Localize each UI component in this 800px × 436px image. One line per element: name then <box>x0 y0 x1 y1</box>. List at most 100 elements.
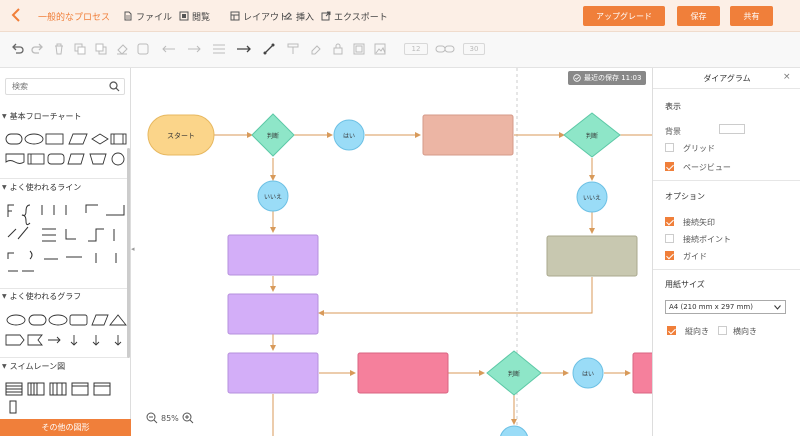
start-node[interactable] <box>147 114 215 156</box>
search-icon[interactable] <box>109 81 120 92</box>
line-right-button[interactable] <box>187 42 201 56</box>
diagram-canvas[interactable]: スタート 判断 はい 判断 いいえ いいえ 判断 はい <box>136 68 652 436</box>
process-box[interactable] <box>227 352 319 394</box>
layout-icon <box>230 11 240 21</box>
zoom-out-icon[interactable] <box>146 412 158 424</box>
portrait-checkbox[interactable] <box>667 326 676 335</box>
decision-node[interactable] <box>251 113 295 157</box>
save-button[interactable]: 保存 <box>677 6 720 26</box>
send-back-button[interactable] <box>94 42 108 56</box>
undo-button[interactable] <box>10 42 24 56</box>
image-button[interactable] <box>373 42 387 56</box>
page-view-label: ページビュー <box>683 163 731 172</box>
bring-front-icon <box>74 43 86 55</box>
more-shapes-button[interactable]: その他の図形 <box>0 419 131 436</box>
portrait-label: 縦向き <box>685 327 709 336</box>
process-box[interactable] <box>357 352 449 394</box>
menu-insert[interactable]: 挿入 <box>283 9 314 23</box>
circle-node[interactable] <box>500 425 528 436</box>
redo-button[interactable] <box>31 42 45 56</box>
line-width-box[interactable]: 30 <box>463 43 485 55</box>
connection-point-label: 接続ポイント <box>683 235 731 244</box>
bring-front-button[interactable] <box>73 42 87 56</box>
page-view-checkbox[interactable] <box>665 162 674 171</box>
saved-status-badge: 最近の保存 11:03 <box>568 71 647 85</box>
process-box[interactable] <box>227 234 319 276</box>
yes-node[interactable] <box>333 119 365 151</box>
grid-checkbox[interactable] <box>665 143 674 152</box>
shape-library-panel: ▼ 基本フローチャート ▼ よく使われるライン <box>0 68 131 436</box>
common-lines-shapes[interactable] <box>4 201 128 273</box>
file-icon <box>124 11 132 21</box>
check-circle-icon <box>573 74 581 82</box>
border-button[interactable] <box>136 42 150 56</box>
flowchart: スタート 判断 はい 判断 いいえ いいえ 判断 はい <box>147 68 652 436</box>
eraser-button[interactable] <box>309 42 323 56</box>
connection-point-checkbox[interactable] <box>665 234 674 243</box>
connector-button[interactable] <box>237 42 251 56</box>
menu-layout[interactable]: レイアウト <box>230 9 288 23</box>
divider <box>653 88 800 89</box>
section-title: スイムレーン図 <box>9 361 66 371</box>
background-color-swatch[interactable] <box>719 124 745 134</box>
link-button[interactable] <box>435 42 455 56</box>
decision-node[interactable] <box>486 350 542 396</box>
connection-arrow-checkbox[interactable] <box>665 217 674 226</box>
process-box[interactable] <box>632 352 652 394</box>
section-common-lines[interactable]: ▼ よく使われるライン <box>0 180 81 194</box>
section-swimlane[interactable]: ▼ スイムレーン図 <box>0 359 65 373</box>
menu-file[interactable]: ファイル <box>123 9 172 23</box>
saved-status-label: 最近の保存 11:03 <box>584 74 642 82</box>
document-title[interactable]: 一般的なプロセス <box>38 13 111 23</box>
link-line-button[interactable] <box>262 42 276 56</box>
collapse-panel-handle[interactable]: ◂ <box>131 245 135 253</box>
guide-label: ガイド <box>683 252 707 261</box>
connection-arrow-label: 接続矢印 <box>683 218 715 227</box>
group-button[interactable] <box>352 42 366 56</box>
export-icon <box>321 11 331 21</box>
options-heading: オプション <box>665 192 705 201</box>
menu-file-label: ファイル <box>136 12 173 23</box>
process-box[interactable] <box>227 293 319 335</box>
scrollbar[interactable] <box>127 148 130 358</box>
connector[interactable] <box>318 277 593 316</box>
menu-export[interactable]: エクスポート <box>321 9 388 23</box>
line-style-button[interactable] <box>212 42 226 56</box>
menu-insert-label: 挿入 <box>296 12 315 23</box>
page: スタート 判断 はい 判断 いいえ いいえ 判断 はい <box>136 68 652 436</box>
line-left-button[interactable] <box>162 42 176 56</box>
no-node[interactable] <box>257 180 289 212</box>
share-button[interactable]: 共有 <box>730 6 773 26</box>
section-common-graphs[interactable]: ▼ よく使われるグラフ <box>0 289 81 303</box>
view-icon <box>179 11 189 21</box>
zoom-in-icon[interactable] <box>182 412 194 424</box>
link-icon <box>435 45 455 53</box>
top-bar: 一般的なプロセス ファイル 閲覧 レイアウト 挿入 エクスポート アップグレード… <box>0 0 800 32</box>
decision-node[interactable] <box>563 112 621 158</box>
basic-flowchart-shapes[interactable] <box>4 130 128 170</box>
swimlane-shapes[interactable] <box>4 381 128 417</box>
guide-checkbox[interactable] <box>665 251 674 260</box>
border-icon <box>137 43 149 55</box>
process-box[interactable] <box>422 114 514 156</box>
shape-search-input[interactable] <box>5 78 125 95</box>
font-size-box[interactable]: 12 <box>404 43 428 55</box>
section-basic-flowchart[interactable]: ▼ 基本フローチャート <box>0 109 82 123</box>
lock-button[interactable] <box>331 42 345 56</box>
paper-size-select[interactable]: A4 (210 mm x 297 mm) <box>665 300 786 314</box>
format-painter-button[interactable] <box>286 42 300 56</box>
menu-view[interactable]: 閲覧 <box>179 9 210 23</box>
common-graphs-shapes[interactable] <box>4 311 128 351</box>
undo-icon <box>12 43 24 54</box>
menu-layout-label: レイアウト <box>243 12 289 23</box>
process-box[interactable] <box>546 235 638 277</box>
no-node[interactable] <box>576 181 608 213</box>
upgrade-button[interactable]: アップグレード <box>583 6 665 26</box>
fill-button[interactable] <box>115 42 129 56</box>
delete-button[interactable] <box>52 42 66 56</box>
back-button[interactable] <box>10 7 26 25</box>
close-icon[interactable]: × <box>783 72 791 82</box>
landscape-checkbox[interactable] <box>718 326 727 335</box>
grid-label: グリッド <box>683 144 715 153</box>
yes-node[interactable] <box>572 357 604 389</box>
